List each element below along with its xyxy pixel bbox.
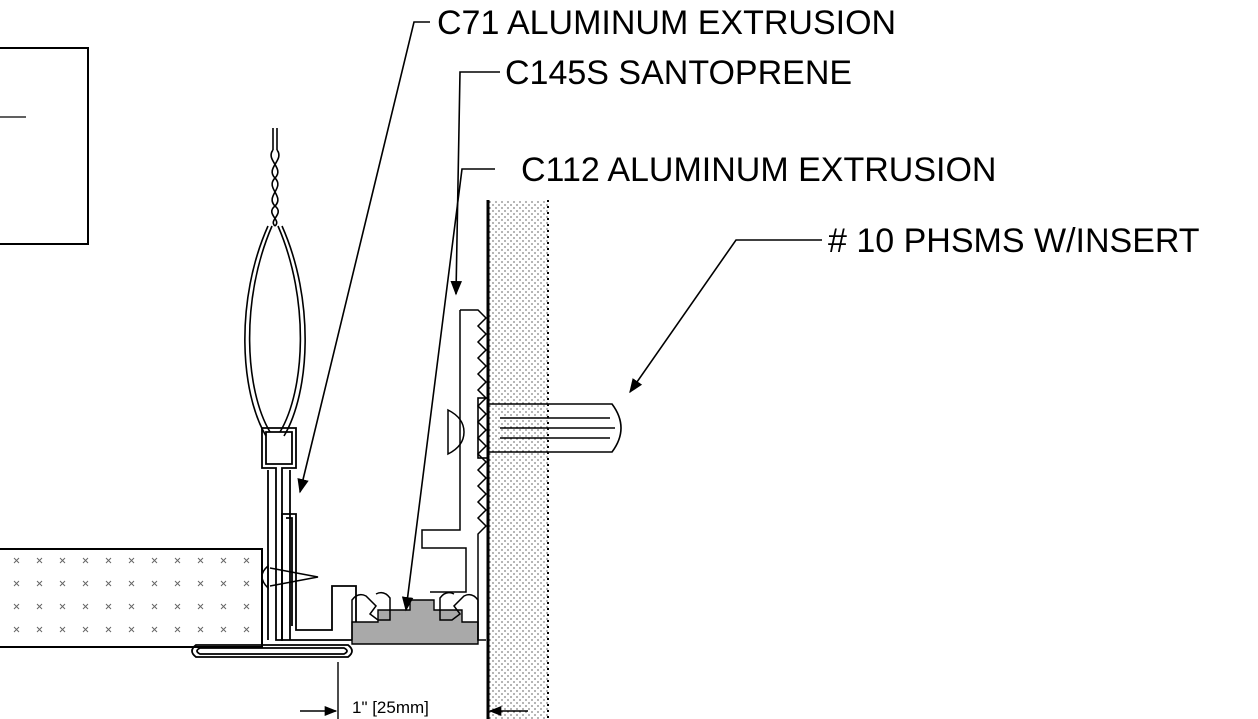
ceiling-panel xyxy=(0,548,263,648)
c145s-santoprene-gasket xyxy=(351,599,479,645)
panel-fastener xyxy=(261,564,319,590)
wall-section xyxy=(486,200,549,719)
c71-label: C71 ALUMINUM EXTRUSION xyxy=(437,4,896,42)
dimension-label: 1" [25mm] xyxy=(352,698,429,717)
hanger-wire xyxy=(244,128,306,437)
screw-label: # 10 PHSMS W/INSERT xyxy=(828,222,1200,260)
dimension-1in xyxy=(300,662,528,719)
leader-lines xyxy=(297,21,822,612)
phsms-screw-insert xyxy=(477,397,622,459)
reference-box xyxy=(0,47,89,245)
c145s-label: C145S SANTOPRENE xyxy=(505,54,852,92)
c112-extrusion xyxy=(351,309,488,641)
c112-label: C112 ALUMINUM EXTRUSION xyxy=(521,151,996,189)
c71-extrusion xyxy=(281,513,357,641)
